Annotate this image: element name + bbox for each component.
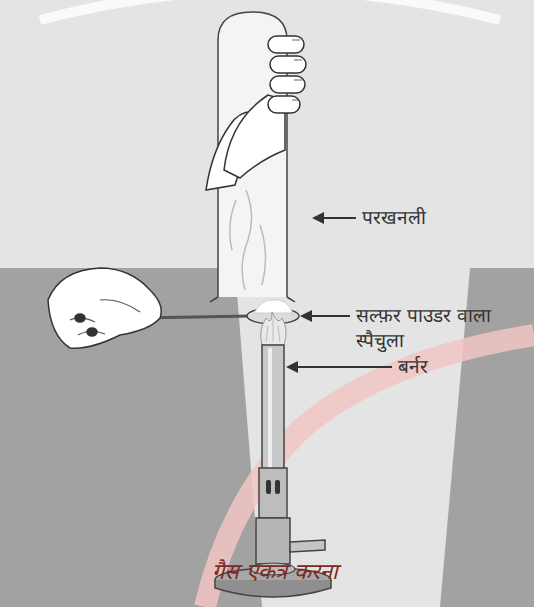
bunsen-burner (215, 312, 331, 597)
hand-holding-tube (206, 36, 306, 190)
part-label: सल्फ़र पाउडर वाला स्पैचुला (356, 303, 506, 353)
figure-caption: गैस एकत्र करना (130, 555, 420, 585)
part-label: परखनली (362, 205, 522, 230)
hand-holding-spatula (48, 268, 161, 348)
part-label: बर्नर (398, 354, 518, 379)
